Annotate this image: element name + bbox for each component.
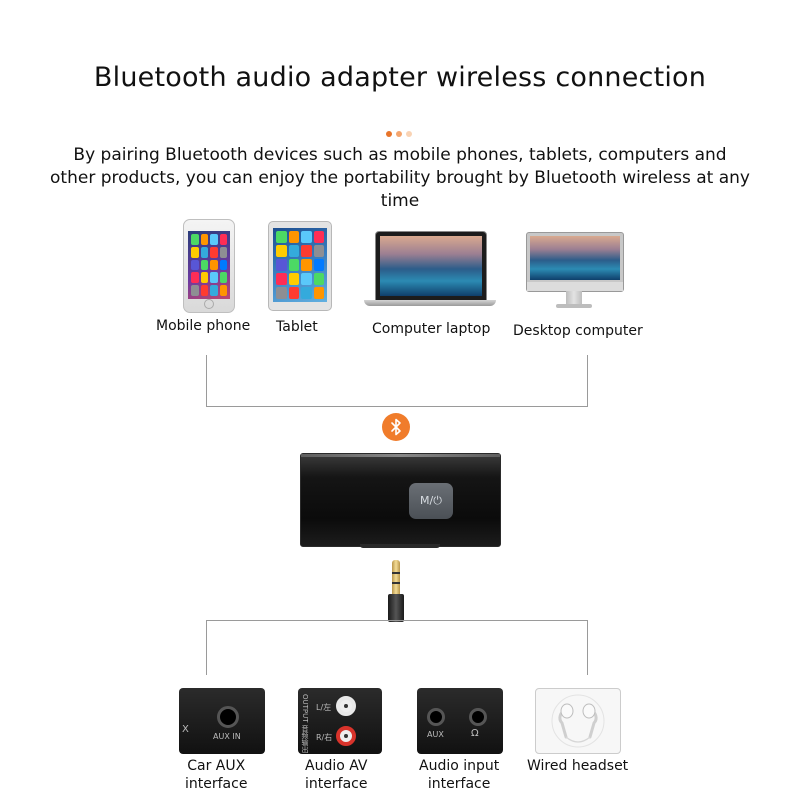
dot xyxy=(386,131,392,137)
car-aux-port-icon: X AUX IN xyxy=(179,688,265,754)
tablet-icon xyxy=(268,221,332,311)
output-label-audio-av: Audio AV interface xyxy=(305,757,368,793)
smartphone-icon xyxy=(183,219,235,313)
dot xyxy=(406,131,412,137)
audio-jack-icon: AUX Ω xyxy=(417,688,503,754)
decorative-dots xyxy=(386,131,412,137)
source-label-tablet: Tablet xyxy=(276,319,318,335)
page-subtitle: By pairing Bluetooth devices such as mob… xyxy=(50,144,750,213)
source-label-laptop: Computer laptop xyxy=(372,321,490,337)
dot xyxy=(396,131,402,137)
page-title: Bluetooth audio adapter wireless connect… xyxy=(0,62,800,93)
output-label-audio-input: Audio input interface xyxy=(419,757,499,793)
source-label-desktop: Desktop computer xyxy=(513,323,643,339)
rca-ports-icon: OUTPUT 音频输出 L/左 R/右 xyxy=(298,688,382,754)
adapter-bottom-edge xyxy=(360,544,440,548)
bluetooth-adapter-icon xyxy=(300,453,501,547)
output-label-car-aux: Car AUX interface xyxy=(185,757,247,793)
source-label-mobile-phone: Mobile phone xyxy=(156,318,250,334)
bluetooth-icon xyxy=(382,413,410,441)
output-label-wired-headset: Wired headset xyxy=(527,757,628,775)
earphones-icon xyxy=(535,688,621,754)
multifunction-button: M/⏻ xyxy=(409,483,453,519)
